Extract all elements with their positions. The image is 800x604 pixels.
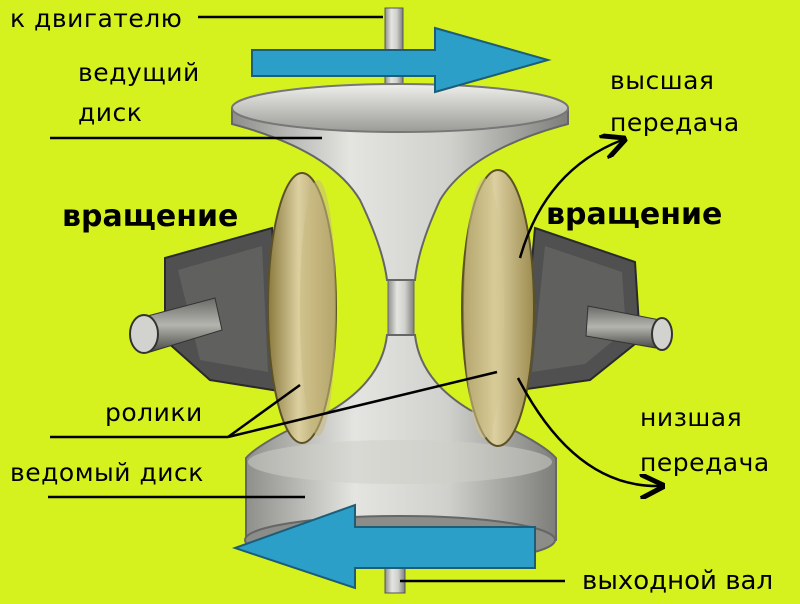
label-drive-disk-line2: диск <box>78 98 143 127</box>
label-rollers: ролики <box>105 398 203 427</box>
high-gear-arrow <box>518 140 622 259</box>
label-low-gear-line2: передача <box>640 448 770 477</box>
label-drive-disk-line1: ведущий <box>78 58 200 87</box>
left-housing <box>164 226 287 394</box>
label-low-gear-line1: низшая <box>640 403 743 432</box>
label-output-shaft: выходной вал <box>582 566 774 596</box>
label-rotation-right: вращение <box>546 197 723 232</box>
leader-lines <box>48 15 565 583</box>
right-axle <box>585 305 673 351</box>
label-to-engine: к двигателю <box>10 4 183 33</box>
bottom-arrow <box>231 503 536 590</box>
label-rotation-left: вращение <box>62 199 239 234</box>
low-gear-arrow <box>516 377 660 486</box>
leader-rollers-left <box>227 383 301 439</box>
label-driven-disk: ведомый диск <box>10 458 204 487</box>
label-high-gear-line2: передача <box>610 108 740 137</box>
right-roller <box>461 169 535 447</box>
label-high-gear-line1: высшая <box>610 66 715 95</box>
left-roller <box>267 172 337 444</box>
center-shaft <box>387 274 415 336</box>
leader-rollers-right <box>227 370 498 439</box>
right-housing <box>518 226 642 392</box>
top-arrow <box>251 26 552 94</box>
left-axle <box>129 297 223 354</box>
